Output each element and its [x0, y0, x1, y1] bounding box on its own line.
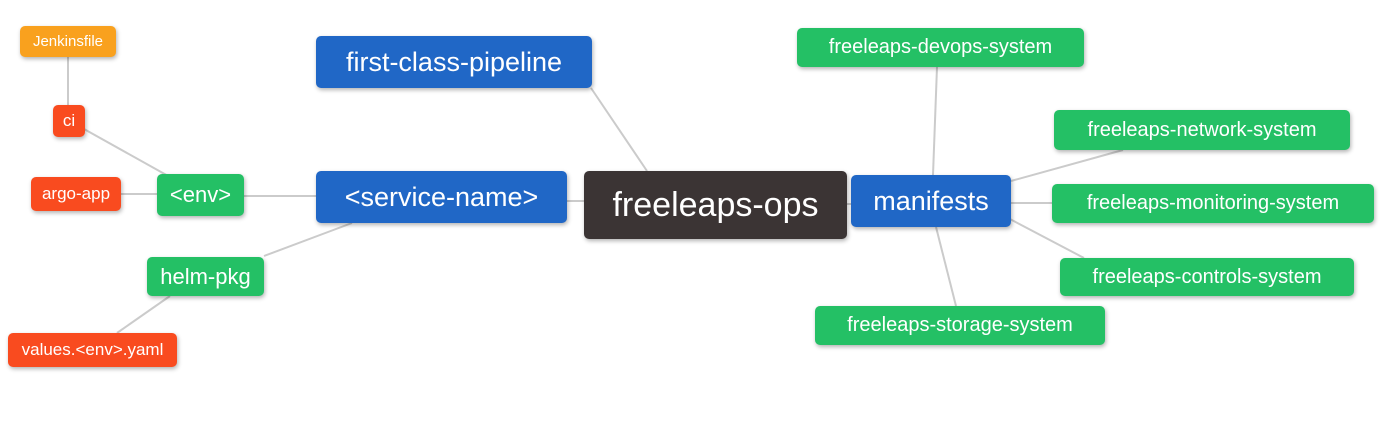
node-helm-pkg[interactable]: helm-pkg [147, 257, 264, 296]
node-freeleaps-devops-system[interactable]: freeleaps-devops-system [797, 28, 1084, 67]
node-freeleaps-network-system[interactable]: freeleaps-network-system [1054, 110, 1350, 150]
node-ci[interactable]: ci [53, 105, 85, 137]
node-first-class-pipeline[interactable]: first-class-pipeline [316, 36, 592, 88]
edge-manifests-devops [932, 66, 938, 176]
node-freeleaps-storage-system[interactable]: freeleaps-storage-system [815, 306, 1105, 345]
node-values-env-yaml[interactable]: values.<env>.yaml [8, 333, 177, 367]
edge-manifests-network [1010, 149, 1124, 182]
node-service-name[interactable]: <service-name> [316, 171, 567, 223]
edge-values-helm-pkg [116, 295, 171, 334]
edge-helm-pkg-service-name [263, 222, 353, 257]
edge-manifests-controls [1007, 217, 1085, 259]
node-argo-app[interactable]: argo-app [31, 177, 121, 211]
node-jenkinsfile[interactable]: Jenkinsfile [20, 26, 116, 57]
node-freeleaps-ops[interactable]: freeleaps-ops [584, 171, 847, 239]
edge-manifests-storage [935, 226, 957, 307]
node-freeleaps-monitoring-system[interactable]: freeleaps-monitoring-system [1052, 184, 1374, 223]
node-manifests[interactable]: manifests [851, 175, 1011, 227]
node-env[interactable]: <env> [157, 174, 244, 216]
edge-ci-env [83, 128, 171, 178]
edge-pipeline-ops [590, 87, 648, 172]
node-freeleaps-controls-system[interactable]: freeleaps-controls-system [1060, 258, 1354, 296]
